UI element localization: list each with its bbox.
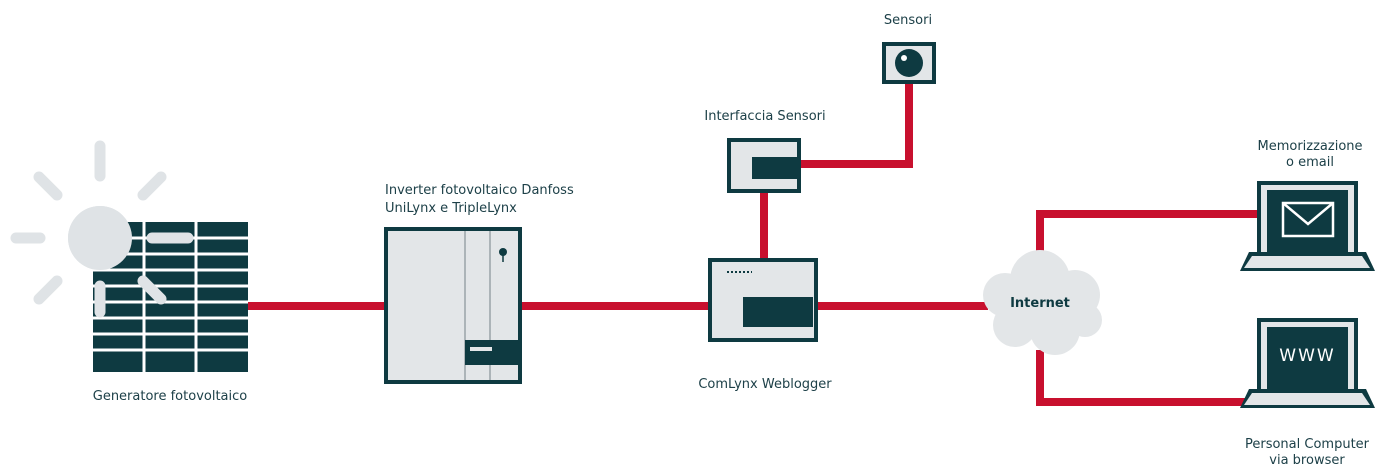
sensors-label: Sensori xyxy=(883,13,933,28)
internet-label: Internet xyxy=(1010,296,1070,311)
storage-label-line2: o email xyxy=(1286,155,1334,170)
line-internet-pc xyxy=(1036,350,1255,406)
sensor-device xyxy=(882,42,936,84)
envelope-icon xyxy=(1281,201,1335,238)
solar-panel-icon xyxy=(68,206,248,372)
internet-cloud-icon xyxy=(983,250,1102,355)
weblogger-device xyxy=(708,258,818,342)
inverter-device xyxy=(384,227,522,384)
weblogger-label: ComLynx Weblogger xyxy=(698,377,832,392)
pc-label-line1: Personal Computer xyxy=(1244,437,1370,452)
sensor-interface-device xyxy=(727,138,801,193)
line-interface-sensors xyxy=(798,84,913,168)
sensor-interface-label: Interfaccia Sensori xyxy=(704,109,826,124)
inverter-label-line1: Inverter fotovoltaico Danfoss xyxy=(385,183,574,198)
pc-screen-text: WWW xyxy=(1279,346,1336,366)
pc-label-line2: via browser xyxy=(1269,453,1345,468)
storage-label-line1: Memorizzazione xyxy=(1257,139,1363,154)
storage-laptop-icon xyxy=(1240,181,1375,271)
pv-generator-label: Generatore fotovoltaico xyxy=(92,389,248,404)
line-internet-storage xyxy=(1036,210,1265,268)
pc-laptop-icon xyxy=(1240,318,1375,408)
inverter-label-line2: UniLynx e TripleLynx xyxy=(385,201,517,216)
